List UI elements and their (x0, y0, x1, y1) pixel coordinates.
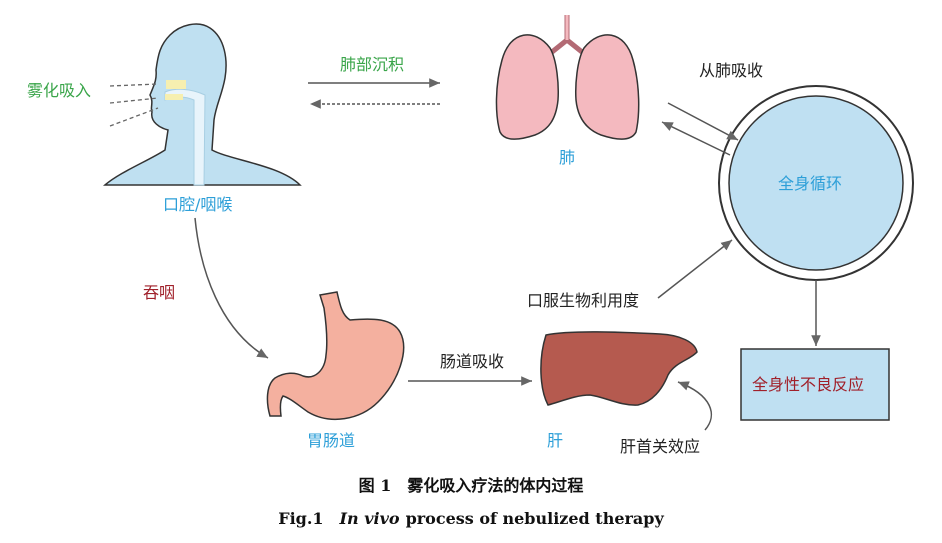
first-pass-effect-label: 肝首关效应 (620, 437, 700, 456)
liver-label: 肝 (547, 431, 563, 450)
oral-bioavailability-label: 口服生物利用度 (527, 291, 639, 310)
nebulized-particles-icon (166, 80, 186, 89)
lung-to-circulation-arrow (667, 102, 739, 141)
nebulized-inhalation-label: 雾化吸入 (27, 81, 91, 100)
intestinal-absorption-label: 肠道吸收 (440, 352, 504, 371)
lung-icon (495, 15, 640, 140)
systemic-circulation-circle (728, 95, 904, 271)
swallow-label: 吞咽 (143, 283, 175, 302)
lung-label: 肺 (559, 148, 575, 167)
caption-en-suffix: process of nebulized therapy (406, 509, 665, 528)
oral-bioavailability-arrow (657, 239, 733, 299)
caption-en-prefix: Fig.1 (278, 509, 323, 528)
circulation-to-lung-arrow (661, 121, 731, 156)
caption-en-italic: In vivo (339, 509, 400, 528)
systemic-adverse-reactions-label: 全身性不良反应 (752, 375, 864, 394)
mouth-pharynx-label: 口腔/咽喉 (163, 195, 232, 214)
figure-caption-en: Fig.1 In vivo process of nebulized therapy (278, 509, 664, 528)
liver-icon (540, 331, 698, 406)
stomach-icon (266, 291, 405, 421)
adverse-reaction-box (740, 348, 890, 421)
absorption-from-lung-label: 从肺吸收 (699, 61, 763, 80)
pulmonary-deposition-label: 肺部沉积 (340, 55, 404, 74)
head-icon (102, 23, 302, 186)
first-pass-arrow (677, 381, 713, 431)
systemic-circulation-label: 全身循环 (778, 174, 842, 193)
swallow-arrow (194, 217, 269, 359)
figure-caption-cn: 图 1 雾化吸入疗法的体内过程 (359, 476, 584, 495)
gi-tract-label: 胃肠道 (307, 431, 355, 450)
